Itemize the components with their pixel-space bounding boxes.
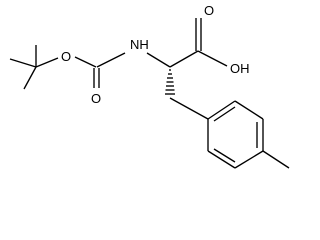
aromatic-ring	[207, 100, 264, 169]
acid-carbonyl-oxygen-label: O	[204, 3, 214, 18]
bond-methyl-bottom	[23, 66, 37, 90]
bond-ring-to-methyl	[262, 150, 290, 169]
amide-nh-label: NH	[130, 37, 149, 52]
bond-alpha-to-acid-carbon	[169, 50, 199, 68]
bond-acid-carbon-to-hydroxyl	[197, 50, 228, 67]
carbamate-group: O O NH	[61, 37, 171, 106]
bond-tbu-to-ester-oxygen	[35, 57, 59, 68]
molecule-drawing: O O NH O OH	[9, 3, 290, 169]
structure-canvas: O O NH O OH	[9, 3, 290, 169]
hashed-stereo-bond	[165, 69, 175, 95]
carboxylic-acid-group: O OH	[169, 3, 250, 76]
ring-bond-2	[234, 100, 264, 120]
bond-methyl-left	[9, 58, 37, 68]
bond-carbonyl-to-nh	[96, 52, 126, 68]
tert-butyl-group	[9, 45, 59, 90]
ring-bond-4	[234, 150, 264, 169]
carbamate-carbonyl-oxygen-label: O	[91, 91, 101, 106]
bond-nh-to-alpha-carbon	[146, 52, 171, 68]
ring-inner-double-3	[213, 148, 236, 163]
ring-bond-1	[207, 100, 236, 120]
ring-inner-double-1	[213, 106, 236, 122]
ring-bond-5	[207, 150, 236, 169]
acid-hydroxyl-label: OH	[230, 61, 250, 76]
bond-ch2-to-ring	[169, 97, 209, 120]
carbamate-ester-oxygen-label: O	[61, 49, 71, 64]
bond-ester-oxygen-to-carbonyl	[74, 56, 97, 68]
